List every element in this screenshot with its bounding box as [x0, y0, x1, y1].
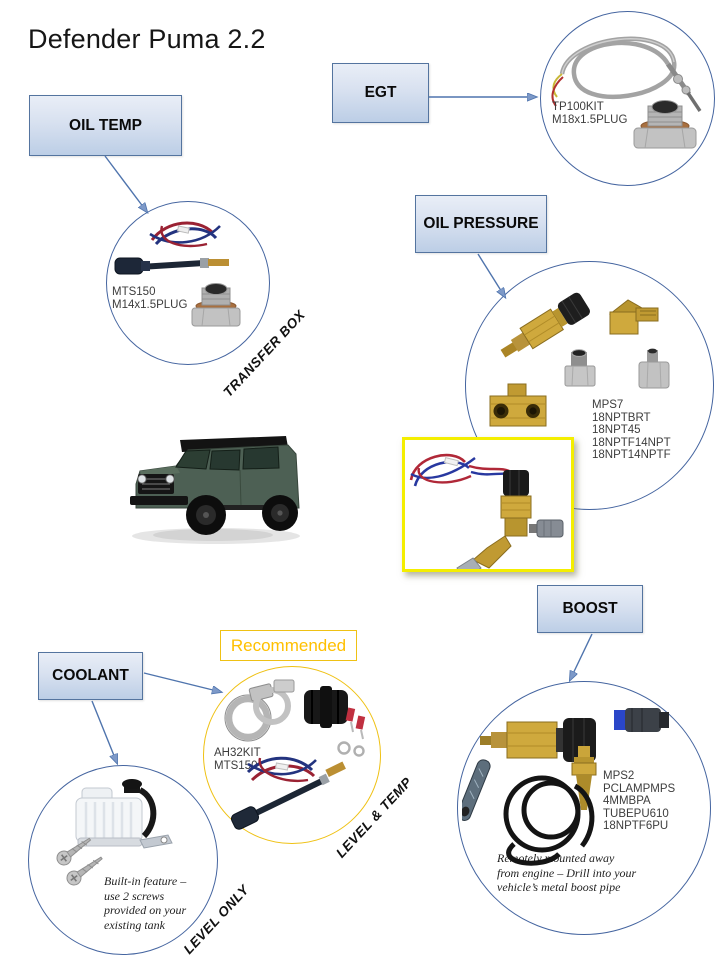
- egt-label-box: EGT: [332, 63, 429, 123]
- egt-label: EGT: [364, 84, 397, 101]
- boost-sensor-kit-image: [462, 708, 669, 866]
- oil-pressure-label: OIL PRESSURE: [423, 215, 539, 232]
- oil-temp-sensor-kit-image: [114, 221, 241, 327]
- oil-temp-label-box: OIL TEMP: [29, 95, 182, 156]
- egt-part-numbers: TP100KIT M18x1.5PLUG: [552, 101, 628, 126]
- coolant-label-box: COOLANT: [38, 652, 143, 700]
- arrow-oil-temp: [104, 155, 147, 212]
- oil-pressure-label-box: OIL PRESSURE: [415, 195, 547, 253]
- assembled-sensor-image: [409, 453, 564, 569]
- oil-pressure-part-numbers: MPS7 18NPTBRT 18NPT45 18NPTF14NPT 18NPT1…: [592, 399, 671, 462]
- defender-vehicle-image: [130, 436, 300, 544]
- boost-part-numbers: MPS2 PCLAMPMPS 4MMBPA TUBEPU610 18NPTF6P…: [603, 770, 676, 833]
- boost-note: Remotely mounted away from engine – Dril…: [497, 851, 637, 894]
- coolant-label: COOLANT: [52, 667, 129, 684]
- egt-thermocouple-kit-image: [551, 36, 702, 149]
- recommended-label: Recommended: [230, 635, 347, 655]
- oil-temp-label: OIL TEMP: [69, 116, 142, 134]
- oil-temp-part-numbers: MTS150 M14x1.5PLUG: [112, 286, 188, 311]
- boost-label: BOOST: [562, 600, 618, 617]
- assembled-sensor-photo: [402, 437, 574, 572]
- coolant-tank-image: [56, 779, 173, 886]
- coolant-note: Built-in feature – use 2 screws provided…: [104, 874, 187, 932]
- recommended-part-numbers: AH32KIT MTS150: [214, 747, 261, 772]
- recommended-kit-image: [224, 679, 366, 830]
- oil-pressure-sensor-kit-image: [489, 292, 670, 427]
- arrow-oil-pressure: [477, 253, 505, 297]
- page-title: Defender Puma 2.2: [28, 24, 266, 54]
- recommended-label-box: Recommended: [220, 630, 357, 661]
- arrow-coolant-to-tank: [91, 700, 117, 763]
- arrow-boost: [570, 633, 593, 680]
- boost-label-box: BOOST: [537, 585, 643, 633]
- recommended-kit-circle: [203, 666, 381, 844]
